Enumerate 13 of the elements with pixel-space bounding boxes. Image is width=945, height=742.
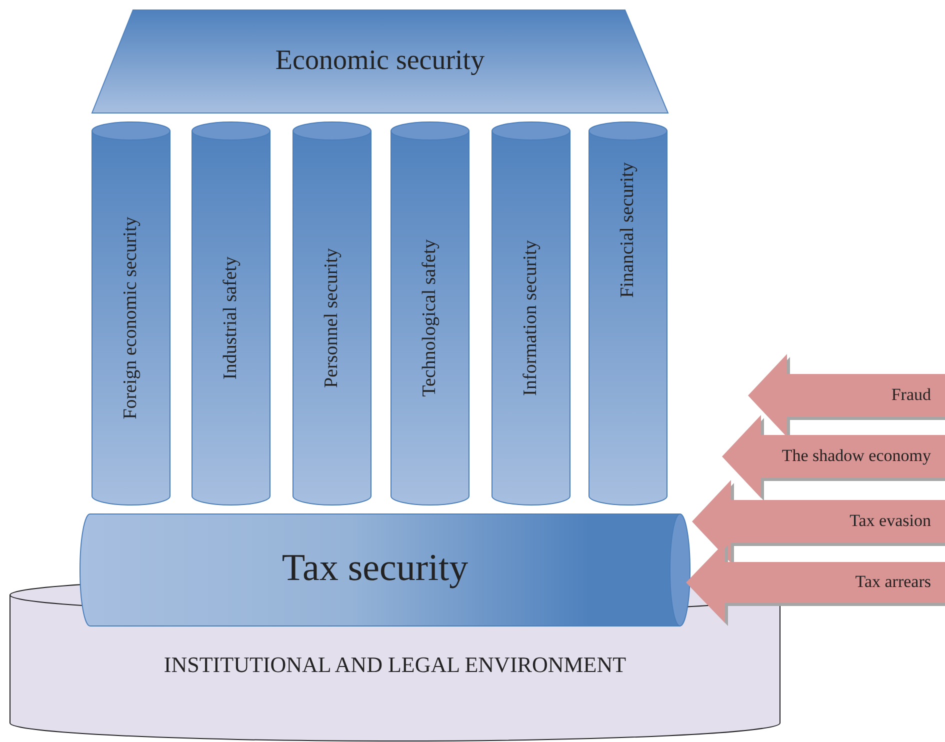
pillar-label: Information security	[520, 240, 542, 396]
pillar-label: Industrial safety	[220, 256, 242, 380]
pillar-label: Financial security	[617, 162, 639, 298]
arrow-label: Fraud	[891, 384, 931, 404]
roof-label: Economic security	[274, 44, 486, 76]
pillar-label: Foreign economic security	[120, 216, 142, 420]
arrow-label: The shadow economy	[782, 446, 931, 466]
beam-label: Tax security	[280, 546, 470, 590]
pillar-label: Personnel security	[321, 248, 343, 388]
arrow-label: Tax evasion	[850, 510, 931, 530]
arrow-label: Tax arrears	[855, 572, 931, 592]
pillar-label: Technological safety	[419, 239, 441, 397]
base-label: INSTITUTIONAL AND LEGAL ENVIRONMENT	[162, 652, 628, 678]
